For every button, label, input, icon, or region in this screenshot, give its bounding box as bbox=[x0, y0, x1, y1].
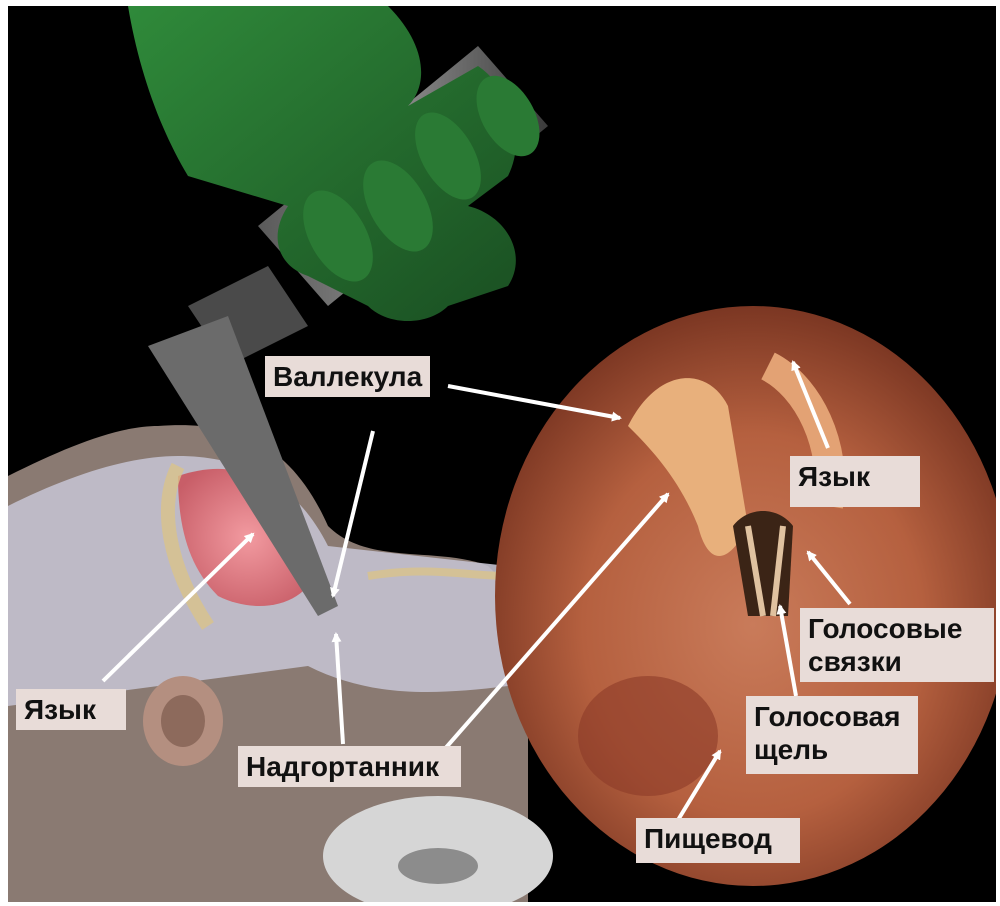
label-tongue-left: Язык bbox=[16, 689, 126, 730]
label-glottis: Голосовая щель bbox=[746, 696, 918, 774]
label-glottis-line2: щель bbox=[754, 733, 910, 766]
label-esophagus: Пищевод bbox=[636, 818, 800, 863]
label-epiglottis: Надгортанник bbox=[238, 746, 461, 787]
label-vocal-cords-line1: Голосовые bbox=[808, 612, 986, 645]
larynx-view bbox=[495, 306, 996, 886]
label-glottis-line1: Голосовая bbox=[754, 700, 910, 733]
gloved-hand bbox=[128, 6, 553, 321]
illustration: Валлекула Язык Надгортанник Язык Голосов… bbox=[8, 6, 996, 902]
label-vocal-cords: Голосовые связки bbox=[800, 608, 994, 682]
label-vocal-cords-line2: связки bbox=[808, 645, 986, 678]
label-tongue-right: Язык bbox=[790, 456, 920, 507]
label-vallecula: Валлекула bbox=[265, 356, 430, 397]
